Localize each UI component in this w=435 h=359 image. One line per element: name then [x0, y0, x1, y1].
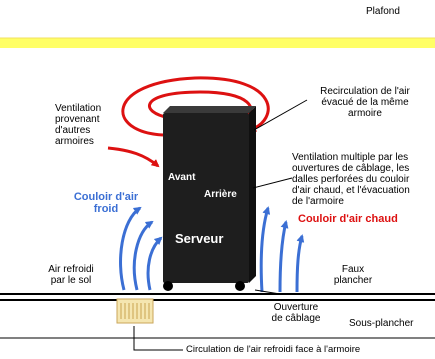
label-cable-opening: Ouverture de câblage	[271, 302, 321, 324]
label-raised-floor: Faux plancher	[333, 264, 373, 286]
label-front: Avant	[168, 172, 196, 183]
callout-recirculation	[253, 99, 308, 131]
server-cabinet	[163, 113, 249, 283]
label-ceiling: Plafond	[366, 6, 400, 17]
label-hot-aisle: Couloir d'air chaud	[298, 213, 398, 225]
label-rear: Arrière	[204, 189, 237, 200]
cold-air-arrow-2	[132, 220, 154, 291]
perforated-tile	[116, 298, 154, 324]
label-ventilation-other-racks: Ventilation provenant d'autres armoires	[55, 103, 102, 147]
callout-circulation	[133, 326, 183, 351]
cold-air-arrow-1	[119, 206, 142, 291]
ceiling-band	[0, 38, 435, 48]
label-floor-cooled-air: Air refroidi par le sol	[48, 264, 94, 286]
rising-air-arrow-1	[259, 206, 271, 293]
label-circulation: Circulation de l'air refroidi face à l'a…	[186, 344, 361, 355]
label-server: Serveur	[175, 231, 224, 246]
label-cold-aisle: Couloir d'air froid	[73, 191, 139, 215]
label-ventilation-multiple: Ventilation multiple par les ouvertures …	[292, 152, 410, 207]
cold-air-arrow-3	[146, 236, 163, 291]
callout-ventilation-multiple	[252, 177, 293, 189]
label-subfloor: Sous-plancher	[349, 318, 414, 329]
rising-air-arrow-3	[295, 234, 305, 293]
rising-air-arrow-2	[278, 220, 289, 293]
hot-air-from-other-racks-arrow	[107, 146, 160, 168]
hot-air-loop-outer	[121, 76, 270, 137]
label-recirculation: Recirculation de l'air évacué de la même…	[320, 86, 410, 119]
server-wheel-left	[163, 281, 173, 291]
server-wheel-right	[235, 281, 245, 291]
